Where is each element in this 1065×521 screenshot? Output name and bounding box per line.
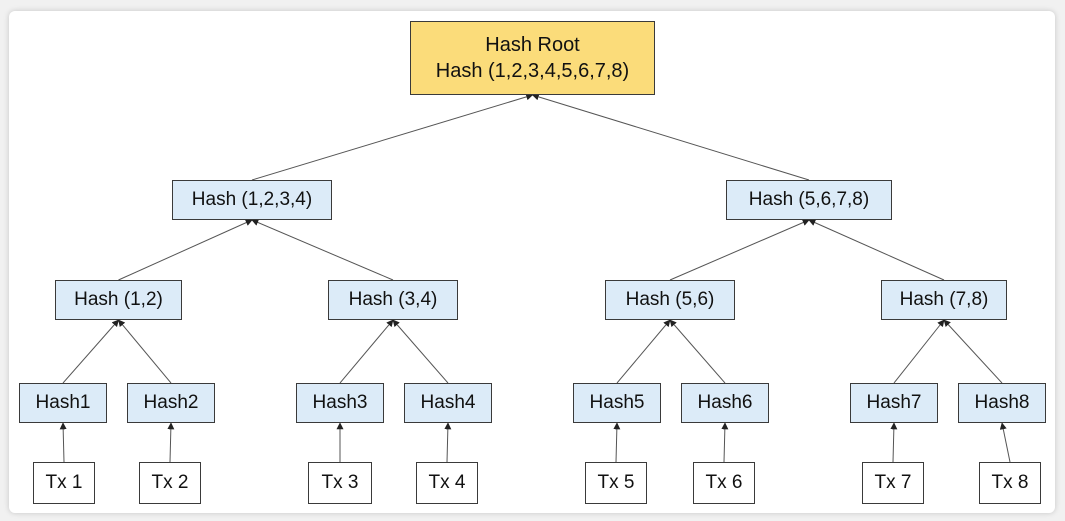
hash-node-5-6: Hash (5,6) [605,280,735,320]
edge-hash8-to-parent [943,319,1003,384]
hash-leaf-1: Hash1 [19,383,107,423]
hash-node-1-2: Hash (1,2) [55,280,182,320]
edge-1234-to-root [251,93,534,181]
edge-hash6-to-parent [669,319,726,384]
hash-leaf-6: Hash6 [681,383,769,423]
tx-node-1: Tx 1 [33,462,95,504]
hash-leaf-2: Hash2 [127,383,215,423]
tx-node-5: Tx 5 [585,462,647,504]
edge-56-to-5678 [669,219,810,281]
tx-node-3: Tx 3 [308,462,372,504]
hash-node-1-2-3-4: Hash (1,2,3,4) [172,180,332,220]
hash-leaf-4: Hash4 [404,383,492,423]
edge-tx5-to-hash5 [613,422,621,463]
hash-leaf-7: Hash7 [850,383,938,423]
edge-tx6-to-hash6 [721,422,729,463]
hash-leaf-8: Hash8 [958,383,1046,423]
edge-hash4-to-parent [392,319,449,384]
edge-78-to-5678 [808,219,945,281]
hash-leaf-5: Hash5 [573,383,661,423]
hash-node-5-6-7-8: Hash (5,6,7,8) [726,180,892,220]
edge-12-to-1234 [118,219,253,281]
edge-tx8-to-hash8 [999,422,1011,463]
edge-hash2-to-parent [118,319,172,384]
edge-hash3-to-parent [339,319,394,384]
edge-hash5-to-parent [616,319,671,384]
tx-node-4: Tx 4 [416,462,478,504]
tx-node-2: Tx 2 [139,462,201,504]
edge-tx1-to-hash1 [59,422,67,463]
tx-node-7: Tx 7 [862,462,924,504]
hash-node-7-8: Hash (7,8) [881,280,1007,320]
edge-tx7-to-hash7 [890,422,898,463]
edge-hash1-to-parent [62,319,119,384]
tx-node-6: Tx 6 [693,462,755,504]
hash-root-node: Hash Root Hash (1,2,3,4,5,6,7,8) [410,21,655,95]
hash-root-title: Hash Root [485,34,580,56]
edge-5678-to-root [531,93,810,181]
edge-hash7-to-parent [893,319,945,384]
tx-node-8: Tx 8 [979,462,1041,504]
edge-34-to-1234 [251,219,394,281]
edge-tx4-to-hash4 [444,422,452,463]
hash-root-subtitle: Hash (1,2,3,4,5,6,7,8) [435,60,630,82]
hash-leaf-3: Hash3 [296,383,384,423]
edge-tx2-to-hash2 [167,422,175,463]
hash-node-3-4: Hash (3,4) [328,280,458,320]
